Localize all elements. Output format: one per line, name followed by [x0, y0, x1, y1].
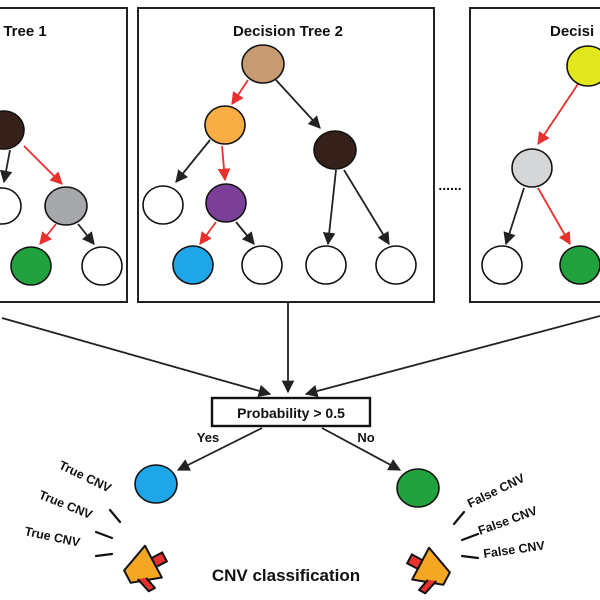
tree-1-node-root	[0, 110, 25, 150]
sound-lines-right	[452, 510, 480, 560]
tree-2-path-edge	[199, 221, 217, 246]
no-arrow	[321, 427, 402, 471]
tree-3-node-root	[566, 45, 600, 87]
cnv-classification-label: CNV classification	[212, 566, 360, 585]
tree-2-node-root	[241, 44, 285, 84]
true-cnv-label: True CNV	[23, 524, 82, 550]
tree-2-node-leaf-selected	[172, 245, 214, 285]
tree-1-path-edge	[39, 223, 57, 245]
threshold-box	[210, 396, 372, 428]
tree-2-node-leaf	[375, 245, 417, 285]
tree-3-path-edge	[537, 187, 571, 246]
megaphone-left-icon	[123, 544, 169, 593]
tree-2-node-internal	[204, 105, 246, 145]
tree-1-node-leaf-selected	[10, 246, 52, 286]
megaphone-right-icon	[405, 546, 451, 595]
sound-lines-left	[94, 508, 122, 558]
tree-3-node-leaf	[481, 245, 523, 285]
false-cnv-label: False CNV	[476, 503, 540, 538]
tree-2-path-edge	[231, 79, 249, 106]
aggregate-arrow-tree-3	[304, 315, 600, 398]
tree-2-title: Decision Tree 2	[233, 23, 343, 40]
tree-1-node-leaf	[81, 246, 123, 286]
tree-1-edge	[0, 149, 13, 184]
tree-1-edge	[77, 223, 95, 245]
tree-1-node-internal	[44, 186, 88, 226]
tree-2-edge	[322, 169, 337, 246]
no-label: No	[357, 430, 374, 445]
tree-2-node-internal	[313, 130, 357, 170]
outcome-true-node	[134, 464, 178, 504]
tree-3-path-edge	[537, 83, 579, 146]
tree-3-title: Decisi	[550, 23, 594, 40]
tree-2-node-leaf	[305, 245, 347, 285]
tree-2-edge	[235, 221, 255, 245]
ellipsis: ......	[438, 177, 461, 193]
tree-2-node-leaf	[142, 185, 184, 225]
tree-3-node-leaf-selected	[559, 245, 600, 285]
aggregate-arrow-tree-1	[1, 317, 272, 397]
tree-1: Tree 1	[0, 7, 128, 303]
yes-arrow	[176, 427, 263, 471]
threshold-label: Probability > 0.5	[237, 405, 345, 421]
true-cnv-label: True CNV	[37, 488, 95, 522]
yes-label: Yes	[197, 430, 219, 445]
tree-1-path-edge	[23, 145, 63, 185]
tree-2-path-edge	[217, 145, 231, 182]
false-cnv-label: False CNV	[465, 471, 527, 511]
tree-3-edge	[503, 187, 525, 246]
outcome-false-node	[396, 468, 440, 508]
true-cnv-label: True CNV	[57, 458, 114, 496]
tree-2-edge	[343, 169, 390, 246]
tree-2-node-internal	[205, 183, 247, 223]
tree-2: Decision Tree 2	[137, 7, 435, 303]
false-cnv-label: False CNV	[482, 538, 546, 561]
tree-2-node-leaf	[241, 245, 283, 285]
tree-1-node-leaf	[0, 187, 22, 225]
tree-3: Decisi	[469, 7, 600, 303]
tree-2-edge	[275, 79, 321, 129]
tree-2-edge	[175, 139, 211, 183]
tree-1-title: Tree 1	[3, 23, 46, 40]
tree-3-node-internal	[511, 148, 553, 188]
